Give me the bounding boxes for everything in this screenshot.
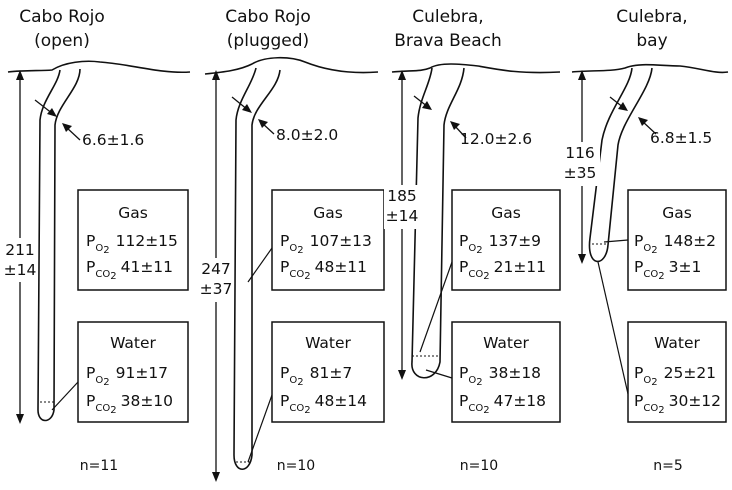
water-po2: PO225±21 — [634, 364, 716, 388]
depth-value: 116 — [565, 144, 595, 162]
burrow-outline — [38, 69, 80, 421]
diameter-value: 8.0±2.0 — [276, 126, 338, 144]
panel-cabo-rojo-open: Cabo Rojo (open) 211 ±14 6.6±1.6 Gas PO2… — [4, 7, 190, 474]
depth-sd: ±14 — [4, 261, 37, 279]
depth-arrow-head-top — [212, 70, 220, 80]
panel-cabo-rojo-plugged: Cabo Rojo (plugged) 247 ±37 8.0±2.0 Gas … — [200, 7, 384, 482]
sediment-surface — [572, 65, 728, 73]
depth-arrow-head-bottom — [578, 254, 586, 264]
diameter-value: 6.6±1.6 — [82, 131, 144, 149]
water-pco2: PCO247±18 — [459, 392, 546, 416]
water-label: Water — [110, 334, 156, 352]
gas-pco2: PCO248±11 — [280, 258, 367, 282]
depth-value: 247 — [201, 260, 231, 278]
sample-size: n=11 — [80, 458, 118, 474]
depth-sd: ±14 — [386, 207, 419, 225]
panel-title-line1: Culebra, — [616, 7, 687, 27]
sample-size: n=5 — [653, 458, 683, 474]
depth-sd: ±37 — [200, 280, 233, 298]
sediment-surface — [392, 64, 560, 73]
gas-pco2: PCO221±11 — [459, 258, 546, 282]
gas-label: Gas — [491, 204, 521, 222]
water-po2: PO291±17 — [86, 364, 168, 388]
water-label: Water — [483, 334, 529, 352]
water-po2: PO238±18 — [459, 364, 541, 388]
sediment-surface — [205, 58, 378, 74]
gas-label: Gas — [662, 204, 692, 222]
depth-sd: ±35 — [564, 164, 597, 182]
depth-arrow-head-bottom — [212, 472, 220, 482]
panel-title-line2: Brava Beach — [394, 31, 502, 51]
water-po2: PO281±7 — [280, 364, 352, 388]
gas-po2: PO2137±9 — [459, 232, 541, 256]
diameter-value: 6.8±1.5 — [650, 129, 712, 147]
water-pco2: PCO238±10 — [86, 392, 173, 416]
panel-title-line1: Cabo Rojo — [225, 7, 310, 27]
gas-leader — [420, 262, 452, 352]
gas-po2: PO2112±15 — [86, 232, 178, 256]
diameter-value: 12.0±2.6 — [460, 130, 532, 148]
sample-size: n=10 — [277, 458, 315, 474]
sample-size: n=10 — [460, 458, 498, 474]
depth-arrow-head-bottom — [16, 414, 24, 424]
depth-arrow-head-bottom — [398, 370, 406, 380]
sediment-surface — [8, 61, 190, 72]
water-label: Water — [305, 334, 351, 352]
gas-label: Gas — [313, 204, 343, 222]
gas-pco2: PCO241±11 — [86, 258, 173, 282]
panel-title-line2: (plugged) — [227, 31, 309, 51]
depth-value: 211 — [5, 241, 35, 259]
gas-pco2: PCO23±1 — [634, 258, 701, 282]
panel-title-line1: Culebra, — [412, 7, 483, 27]
water-label: Water — [654, 334, 700, 352]
water-leader — [598, 262, 628, 394]
gas-label: Gas — [118, 204, 148, 222]
panel-title-line1: Cabo Rojo — [19, 7, 104, 27]
panel-culebra-bay: Culebra, bay 116 ±35 6.8±1.5 Gas PO2148±… — [564, 7, 728, 474]
panel-culebra-brava-beach: Culebra, Brava Beach 185 ±14 12.0±2.6 Ga… — [384, 7, 560, 474]
water-pco2: PCO230±12 — [634, 392, 721, 416]
gas-po2: PO2107±13 — [280, 232, 372, 256]
panel-title-line2: bay — [636, 31, 667, 51]
water-leader — [52, 382, 78, 410]
water-pco2: PCO248±14 — [280, 392, 367, 416]
depth-value: 185 — [387, 187, 417, 205]
gas-po2: PO2148±2 — [634, 232, 716, 256]
panel-title-line2: (open) — [34, 31, 90, 51]
